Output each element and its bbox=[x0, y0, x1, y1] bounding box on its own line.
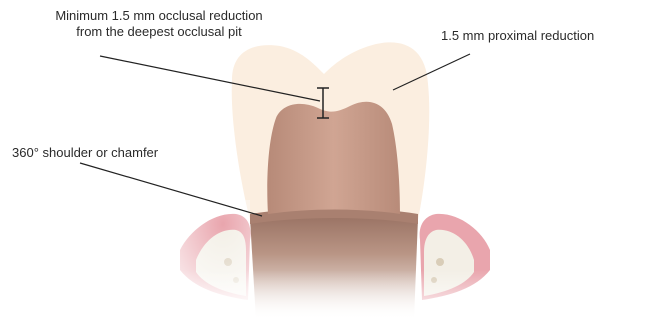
occlusal-reduction-label-line1: Minimum 1.5 mm occlusal reduction bbox=[22, 8, 296, 24]
proximal-reduction-label: 1.5 mm proximal reduction bbox=[441, 28, 594, 44]
occlusal-reduction-label-line2: from the deepest occlusal pit bbox=[22, 24, 296, 40]
occlusal-reduction-label: Minimum 1.5 mm occlusal reduction from t… bbox=[22, 8, 296, 40]
prepared-tooth-core bbox=[267, 102, 400, 214]
shoulder-chamfer-label: 360° shoulder or chamfer bbox=[12, 145, 158, 161]
